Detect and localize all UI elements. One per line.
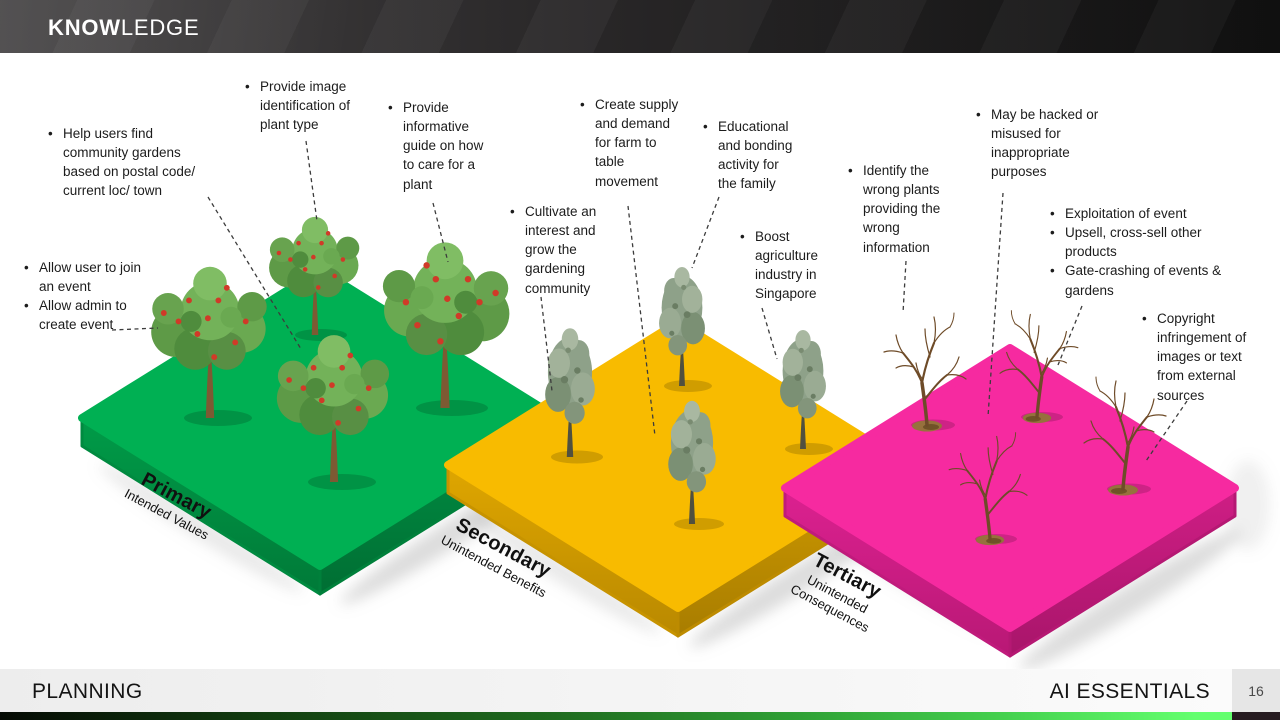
- annotation-cultivate-interest: Cultivate an interest and grow the garde…: [508, 202, 610, 298]
- annotation-item: Upsell, cross-sell other products: [1048, 223, 1238, 261]
- page-number: 16: [1232, 669, 1280, 712]
- annotation-item: Create supply and demand for farm to tab…: [578, 95, 686, 191]
- leader-lines: [111, 140, 1188, 462]
- annotation-boost-agriculture: Boost agriculture industry in Singapore: [738, 227, 830, 304]
- annotation-item: Allow user to join an event: [22, 258, 142, 296]
- annotation-item: Boost agriculture industry in Singapore: [738, 227, 830, 304]
- annotation-item: Provide informative guide on how to care…: [386, 98, 494, 194]
- annotation-family-bonding: Educational and bonding activity for the…: [701, 117, 801, 194]
- annotation-image-identification: Provide image identification of plant ty…: [243, 77, 371, 134]
- page-title-bold: KNOW: [48, 15, 121, 40]
- annotation-item: Provide image identification of plant ty…: [243, 77, 371, 134]
- annotation-events: Allow user to join an event Allow admin …: [22, 258, 142, 335]
- footer-accent-bar: [0, 712, 1232, 720]
- annotation-item: May be hacked or misused for inappropria…: [974, 105, 1114, 182]
- page-title-rest: LEDGE: [120, 15, 200, 40]
- annotation-care-guide: Provide informative guide on how to care…: [386, 98, 494, 194]
- annotation-copyright: Copyright infringement of images or text…: [1140, 309, 1266, 405]
- annotation-item: Cultivate an interest and grow the garde…: [508, 202, 610, 298]
- annotation-item: Help users find community gardens based …: [46, 124, 218, 201]
- footer-bar: PLANNING AI ESSENTIALS: [0, 669, 1232, 712]
- annotation-supply-demand: Create supply and demand for farm to tab…: [578, 95, 686, 191]
- annotation-item: Gate-crashing of events & gardens: [1048, 261, 1238, 299]
- annotation-item: Exploitation of event: [1048, 204, 1238, 223]
- annotation-item: Identify the wrong plants providing the …: [846, 161, 954, 257]
- footer-course-label: AI ESSENTIALS: [1049, 680, 1210, 703]
- slide-header: KNOWLEDGE: [0, 0, 1280, 53]
- annotation-exploitation: Exploitation of event Upsell, cross-sell…: [1048, 204, 1238, 300]
- platform-tertiary: [781, 308, 1239, 658]
- annotation-item: Allow admin to create event: [22, 296, 142, 334]
- annotation-item: Copyright infringement of images or text…: [1140, 309, 1266, 405]
- tree-shadows-secondary: [551, 380, 833, 530]
- annotation-hacked-misused: May be hacked or misused for inappropria…: [974, 105, 1114, 182]
- footer-section-label: PLANNING: [32, 680, 143, 703]
- footer-accent-corner: [1232, 712, 1280, 720]
- annotation-item: Educational and bonding activity for the…: [701, 117, 801, 194]
- page-title: KNOWLEDGE: [48, 0, 199, 53]
- annotation-wrong-plants: Identify the wrong plants providing the …: [846, 161, 954, 257]
- annotation-find-gardens: Help users find community gardens based …: [46, 124, 218, 201]
